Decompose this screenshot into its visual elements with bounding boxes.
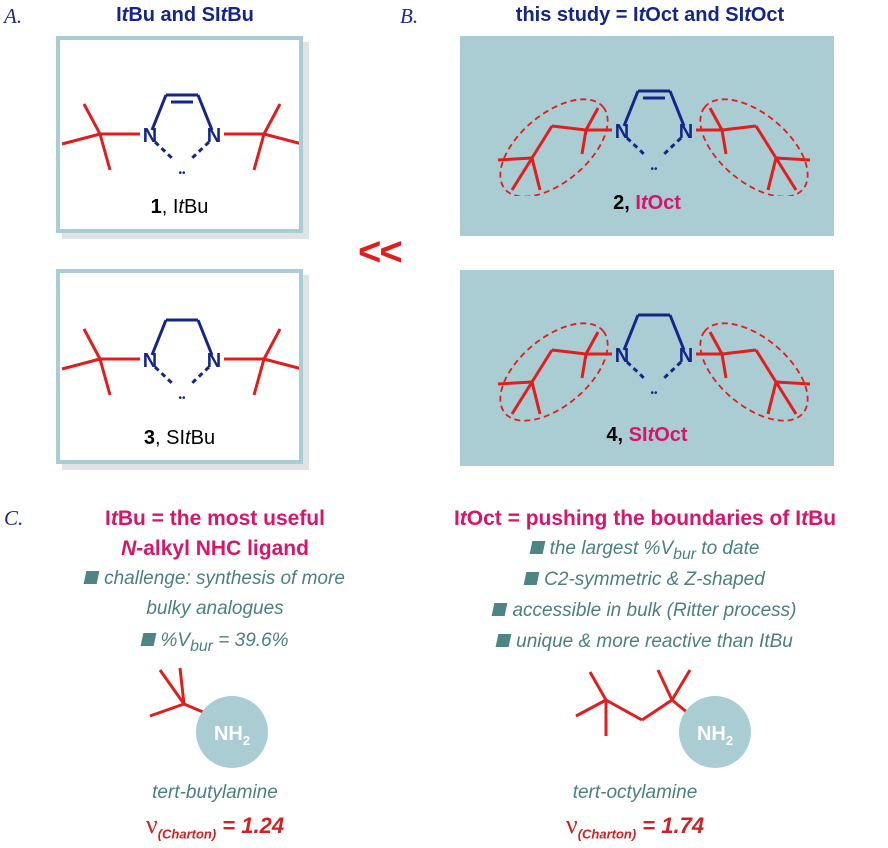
n-atom-left: N [143,125,157,147]
n-atom-right: N [679,121,693,143]
tert-octylamine-label: tert-octylamine [572,782,698,803]
label-4-sitoct: 4, SItOct [606,424,688,446]
nh2-label: NH2 [697,723,733,748]
comparison-symbol: << [358,230,403,274]
n-atom-right: N [679,345,693,367]
bullet-square-icon [523,572,540,585]
box-sitbu: N N •• 3, SItBu [56,269,303,464]
bullet-square-icon [495,634,512,647]
tert-butylamine-structure: NH2 [149,667,268,768]
charton-value-right: ν(Charton) = 1.74 [565,810,705,842]
n-atom-left: N [143,350,157,372]
n-atom-left: N [615,345,629,367]
right-bullet-3: accessible in bulk (Ritter process) [410,600,880,622]
section-b-letter: B. [400,4,419,28]
label-2-itoct: 2, ItOct [613,192,681,214]
tert-octylamine-structure: NH2 [575,669,751,768]
charton-value-left: ν(Charton) = 1.24 [145,810,285,842]
sitbu-structure: N N •• [60,318,299,404]
box-sitoct: N N •• 4, SItOct [460,270,834,466]
right-bullet-1: the largest %Vbur to date [410,538,880,564]
right-heading: ItOct = pushing the boundaries of ItBu [453,507,837,530]
right-bullet-2: C2-symmetric & Z-shaped [410,569,880,591]
section-b-title: this study = ItOct and SItOct [515,4,785,26]
left-bullet-1-line-1: challenge: synthesis of more [20,568,410,590]
lone-pair: •• [650,164,658,175]
label-3-sitbu: 3, SItBu [143,427,216,449]
left-bullet-2: %Vbur = 39.6% [20,630,410,656]
n-atom-right: N [207,350,221,372]
lone-pair: •• [650,388,658,399]
nh2-label: NH2 [214,723,250,748]
left-bullet-1-line-2: bulky analogues [146,598,284,619]
bullet-square-icon [140,633,156,646]
lone-pair: •• [178,168,186,179]
itbu-structure: N N •• [60,93,299,179]
left-heading-1: ItBu = the most useful [105,507,325,530]
tert-butylamine-label: tert-butylamine [152,782,278,803]
bullet-square-icon [529,541,545,554]
label-1-itbu: 1, ItBu [150,196,209,218]
section-a-title: ItBu and SItBu [116,4,254,26]
n-atom-right: N [207,125,221,147]
n-atom-left: N [615,121,629,143]
left-heading-2: N-alkyl NHC ligand [121,537,309,560]
section-c-letter: C. [4,506,24,530]
section-a-letter: A. [4,4,23,28]
box-itoct: N N •• 2, ItOct [460,36,834,236]
right-bullet-4: unique & more reactive than ItBu [410,631,880,653]
box-itbu: N N •• 1, ItBu [56,36,303,233]
sitoct-structure: N N •• [481,303,827,430]
bullet-square-icon [492,603,508,616]
lone-pair: •• [178,393,186,404]
bullet-square-icon [83,571,100,584]
itoct-structure: N N •• [481,79,827,196]
